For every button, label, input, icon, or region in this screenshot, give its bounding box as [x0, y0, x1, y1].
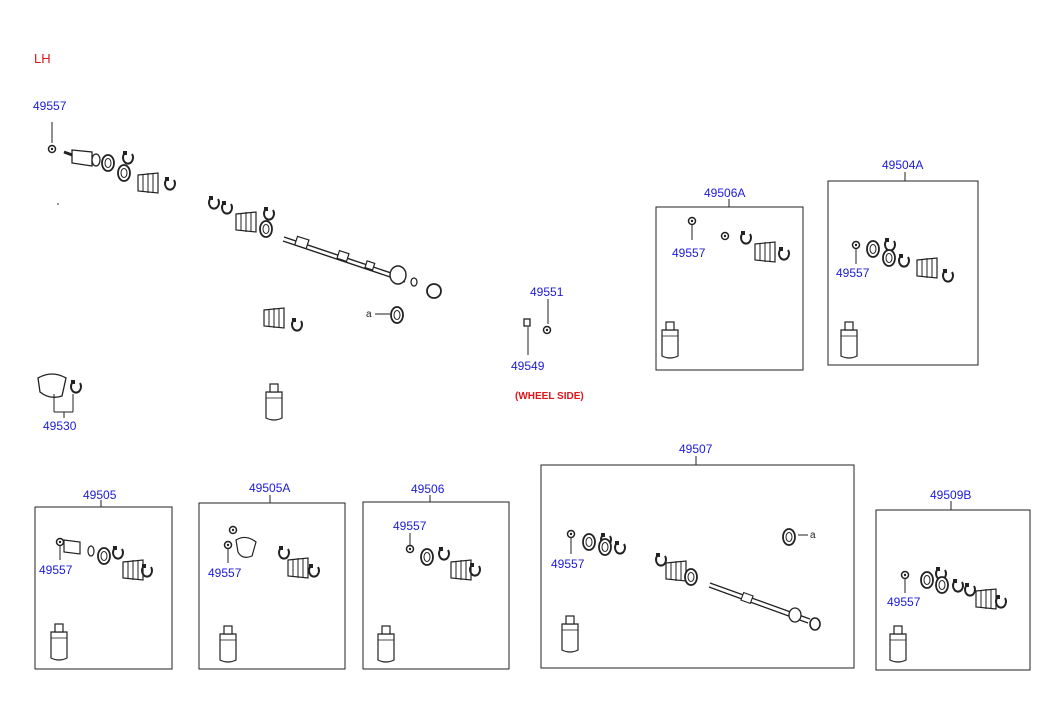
part-callout-49530[interactable]: 49530: [43, 419, 77, 433]
kit-49504A-part-49557[interactable]: 49557: [836, 266, 870, 280]
ref-letter-a-49507: a: [810, 530, 816, 541]
kit-49505-part-49557[interactable]: 49557: [39, 563, 73, 577]
kit-49506A-diagram: [655, 199, 804, 371]
kit-49507-diagram: a: [540, 456, 855, 669]
part-callout-49551[interactable]: 49551: [530, 285, 564, 299]
kit-49509B-diagram: [875, 501, 1031, 671]
kit-title-49506A[interactable]: 49506A: [704, 186, 746, 200]
kit-49505A-diagram: [198, 495, 346, 670]
ref-letter-a: a: [366, 309, 372, 320]
kit-title-49509B[interactable]: 49509B: [930, 488, 972, 502]
kit-49504A-diagram: [827, 172, 979, 366]
kit-title-49504A[interactable]: 49504A: [882, 158, 924, 172]
side-label-lh: LH: [34, 51, 51, 66]
kit-title-49507[interactable]: 49507: [679, 442, 713, 456]
part-callout-49549[interactable]: 49549: [511, 359, 545, 373]
kit-49505-diagram: [34, 500, 173, 670]
kit-49505A-part-49557[interactable]: 49557: [208, 566, 242, 580]
wheel-side-label: (WHEEL SIDE): [515, 391, 584, 402]
kit-49506-diagram: [362, 495, 510, 670]
kit-49509B-part-49557[interactable]: 49557: [887, 595, 921, 609]
part-callout-49557[interactable]: 49557: [33, 99, 67, 113]
kit-49506-part-49557[interactable]: 49557: [393, 519, 427, 533]
kit-title-49506[interactable]: 49506: [411, 482, 445, 496]
kit-title-49505[interactable]: 49505: [83, 488, 117, 502]
kit-49506A-part-49557[interactable]: 49557: [672, 246, 706, 260]
kit-title-49505A[interactable]: 49505A: [249, 481, 291, 495]
kit-49507-part-49557[interactable]: 49557: [551, 557, 585, 571]
main-shaft-assembly: a: [37, 122, 552, 421]
